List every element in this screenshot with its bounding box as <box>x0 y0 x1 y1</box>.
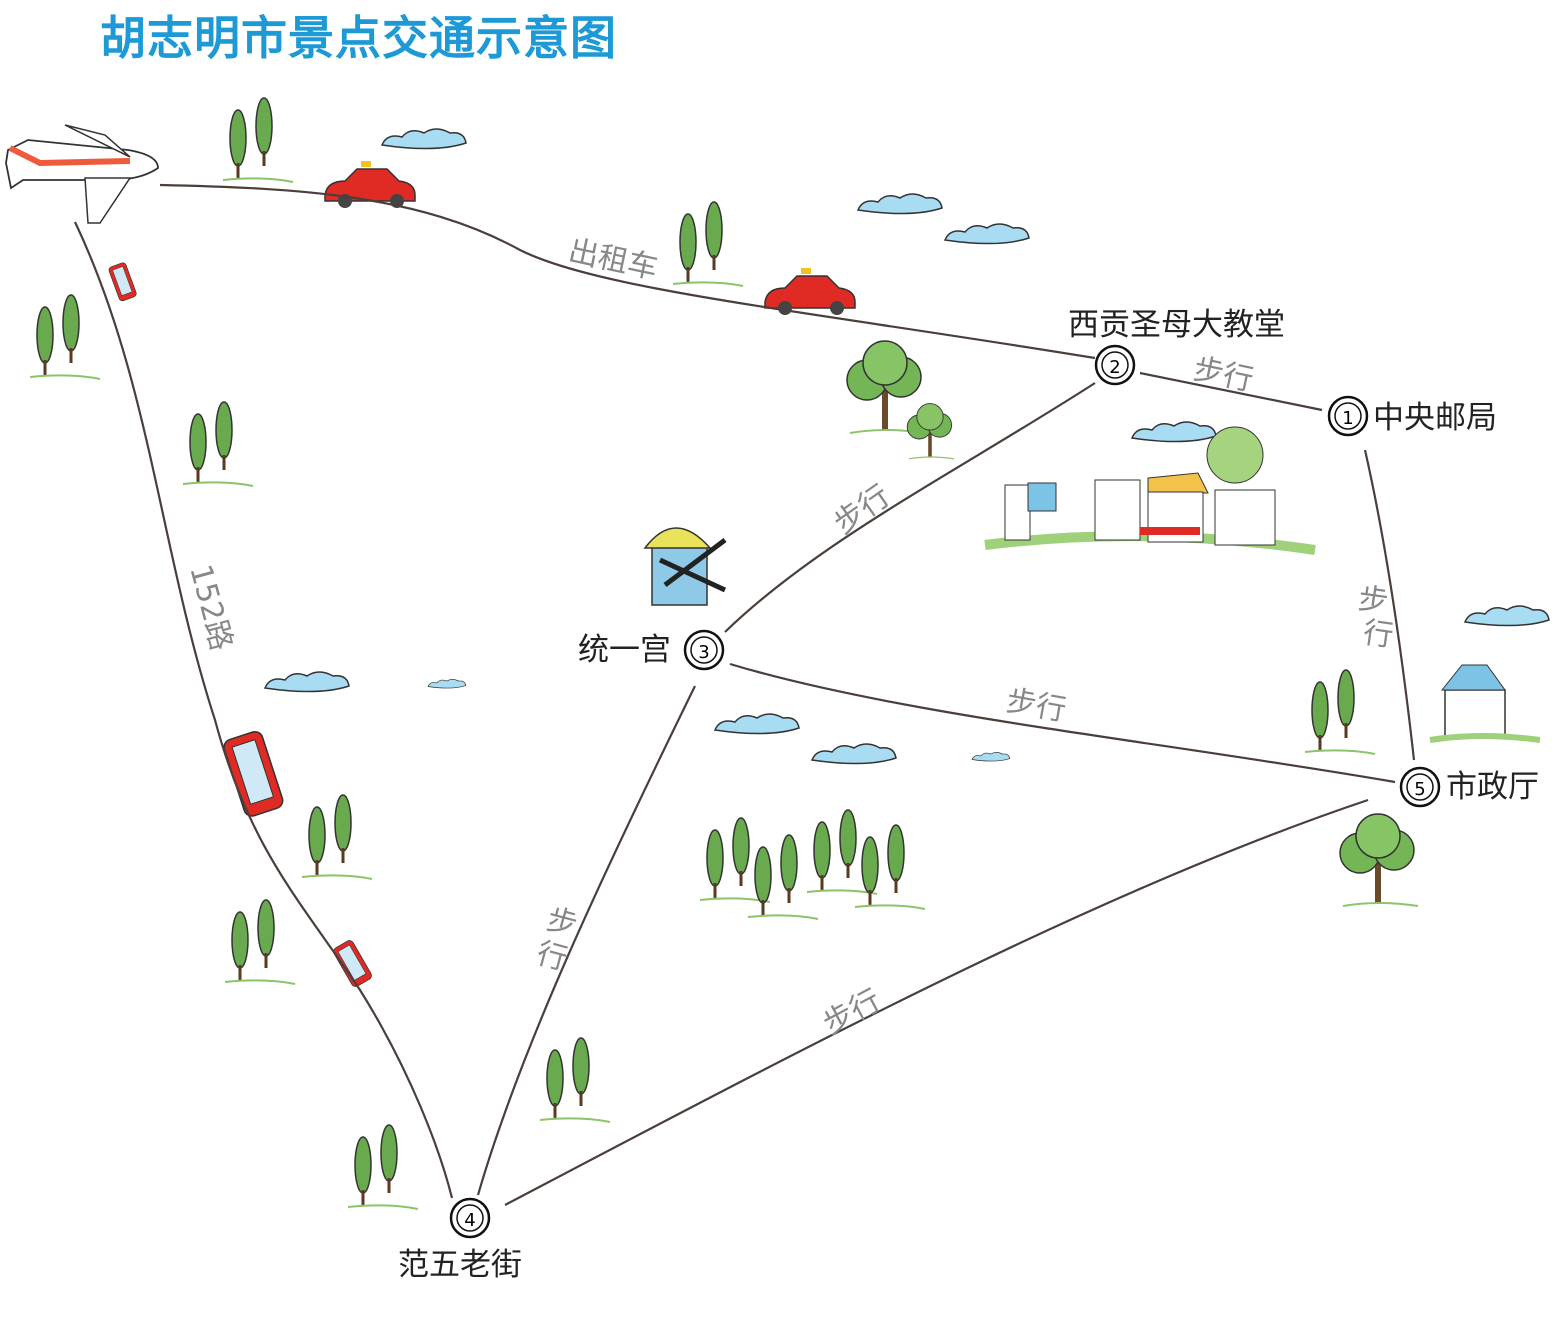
walk-label-4-5: 步行 <box>817 983 886 1042</box>
taxi-route <box>159 183 1096 360</box>
station-name: 统一宫 <box>578 632 671 668</box>
church-icon <box>1429 664 1541 743</box>
walk-label-2-3: 步行 <box>828 478 897 541</box>
station-name: 市政厅 <box>1446 769 1539 805</box>
bus-route-152 <box>74 221 454 1199</box>
walk-label-3-4-b: 行 <box>533 936 571 978</box>
walk-label-3-5: 步行 <box>1004 683 1069 728</box>
station-2[interactable]: 2 西贡圣母大教堂 <box>1068 307 1285 386</box>
tree-icon <box>30 98 1418 1209</box>
bus-icon <box>107 261 374 989</box>
map-title: 胡志明市景点交通示意图 <box>100 11 617 65</box>
bus-route-label: 152路 <box>182 561 238 654</box>
station-number: 5 <box>1414 779 1425 800</box>
station-5[interactable]: 5 市政厅 <box>1399 766 1539 808</box>
walk-label-2-1: 步行 <box>1190 352 1256 399</box>
station-name: 西贡圣母大教堂 <box>1068 307 1285 343</box>
route-lines <box>74 183 1416 1206</box>
village-icon <box>984 426 1316 555</box>
station-name: 范五老街 <box>398 1247 522 1283</box>
cloud-icon <box>264 128 1550 765</box>
station-number: 4 <box>464 1210 475 1231</box>
station-number: 2 <box>1109 357 1120 378</box>
station-number: 3 <box>698 642 709 663</box>
windmill-icon <box>643 527 727 606</box>
station-3[interactable]: 3 统一宫 <box>578 629 725 671</box>
station-number: 1 <box>1342 408 1353 429</box>
station-1[interactable]: 1 中央邮局 <box>1327 395 1497 437</box>
walk-label-1-5-a: 步 <box>1356 581 1391 620</box>
station-name: 中央邮局 <box>1373 400 1497 436</box>
walk-label-1-5-b: 行 <box>1361 615 1396 654</box>
station-4[interactable]: 4 范五老街 <box>398 1197 522 1283</box>
airplane-icon <box>5 124 159 224</box>
